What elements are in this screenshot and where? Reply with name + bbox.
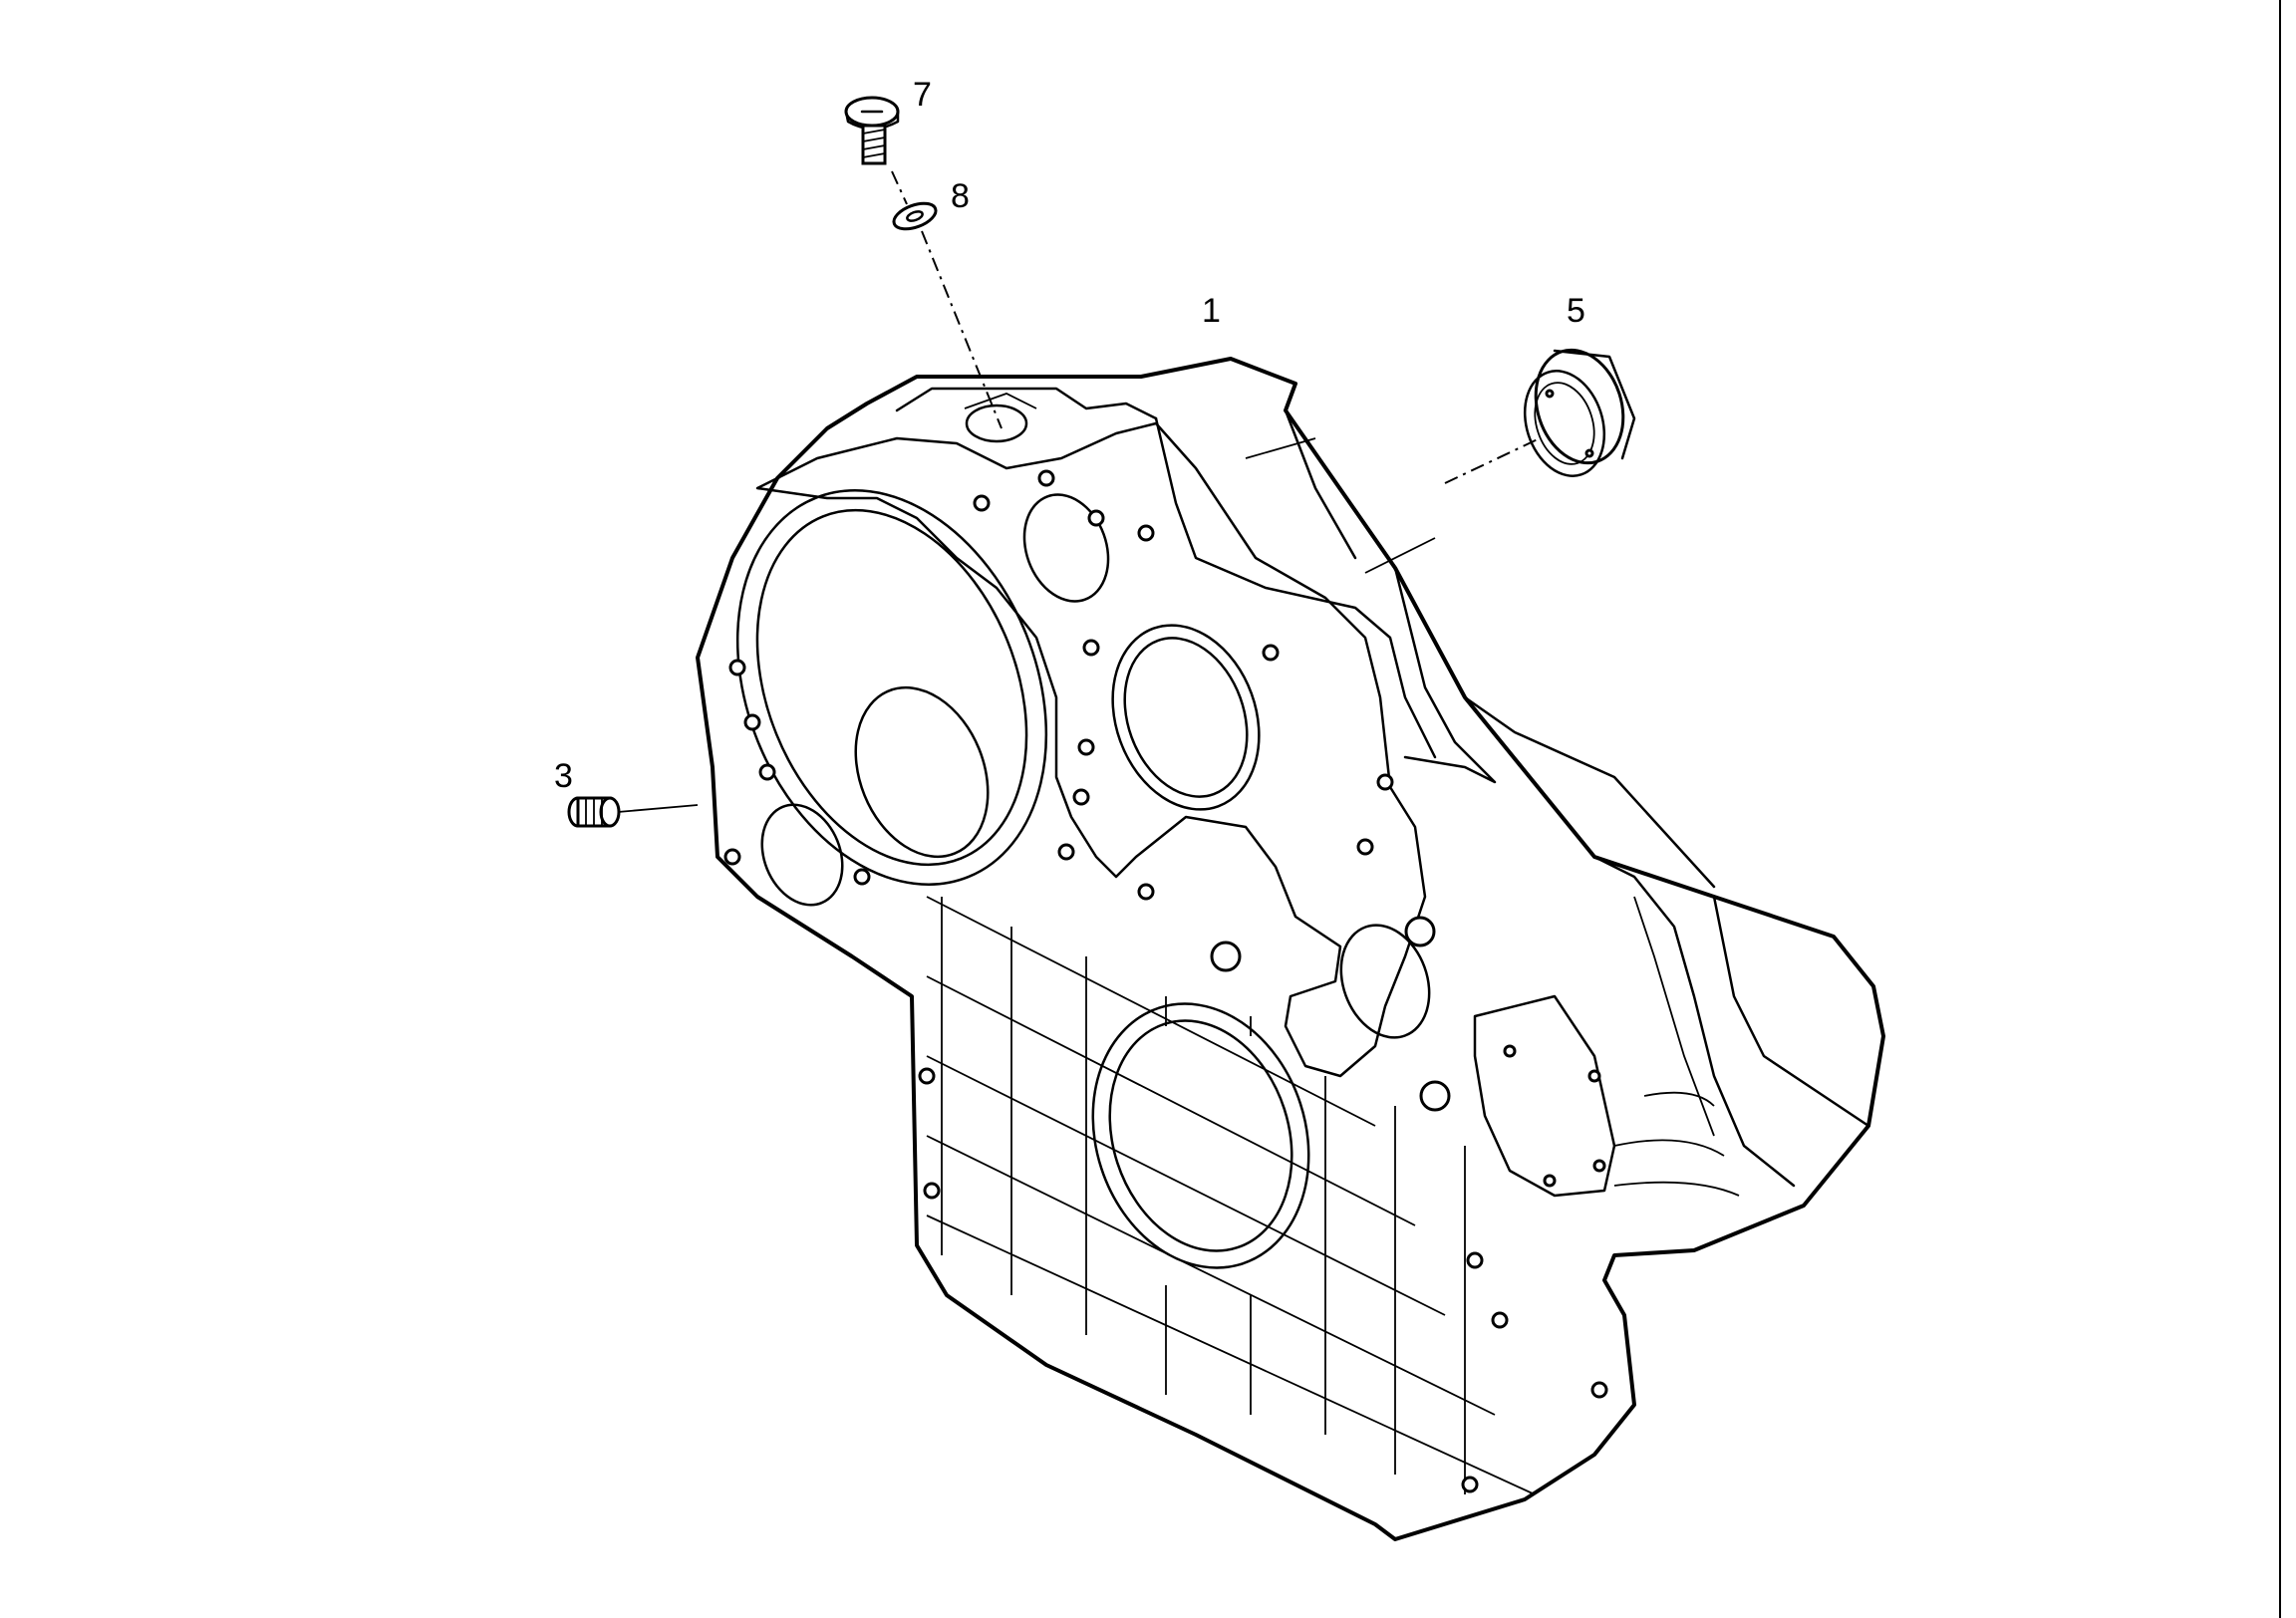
threaded-plug-part-3 — [567, 796, 621, 828]
callout-5: 5 — [1567, 292, 1585, 330]
callout-8: 8 — [951, 177, 970, 215]
housing-part-1 — [696, 357, 1885, 1541]
callout-7: 7 — [913, 76, 932, 114]
callout-3: 3 — [554, 757, 573, 795]
seal-ring-part-5 — [1523, 348, 1636, 477]
screw-part-7 — [844, 96, 900, 165]
callout-1: 1 — [1202, 292, 1221, 330]
leader-lines — [617, 170, 1541, 813]
washer-part-8 — [892, 201, 938, 231]
